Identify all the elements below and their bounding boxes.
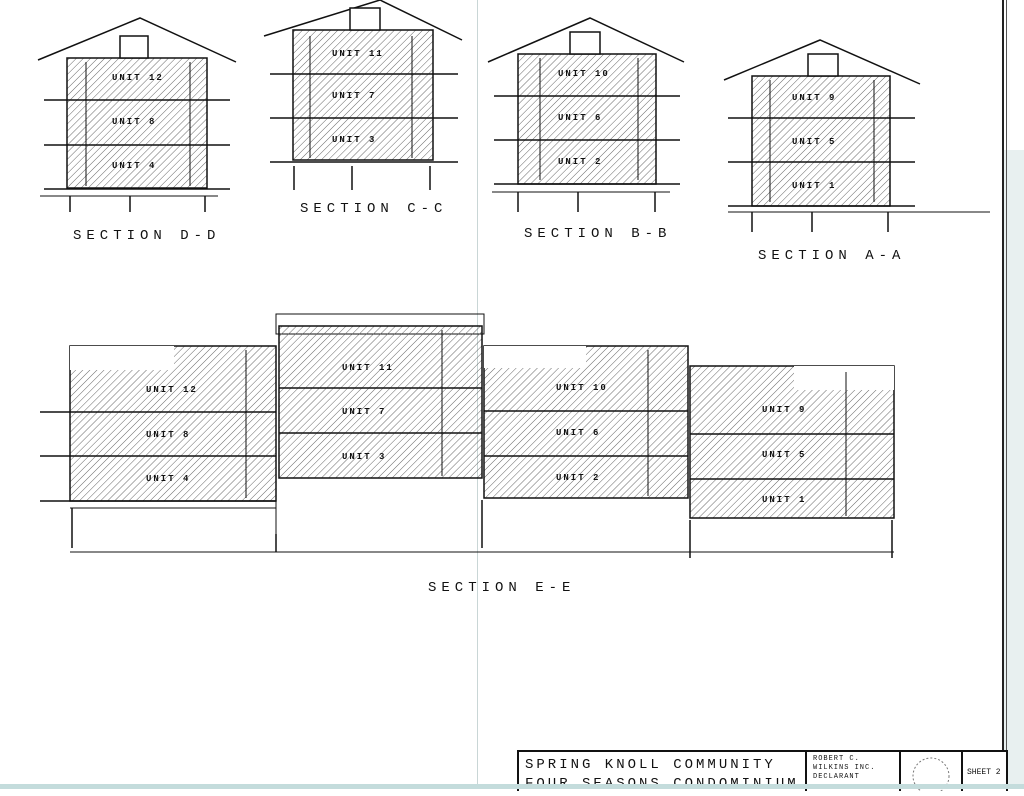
unit-label: UNIT 1 [762, 495, 806, 505]
sheet-border [1002, 0, 1004, 789]
unit-label: UNIT 6 [556, 428, 600, 438]
unit-label: UNIT 10 [558, 69, 610, 79]
section-b-b-label: SECTION B-B [524, 226, 672, 242]
project-name: SPRING KNOLL COMMUNITY [525, 757, 776, 773]
section-a-a-label: SECTION A-A [758, 248, 906, 264]
unit-label: UNIT 4 [146, 474, 190, 484]
declarant-line: DECLARANT [813, 773, 860, 781]
unit-label: UNIT 4 [112, 161, 156, 171]
section-a-a-drawing [723, 39, 990, 232]
unit-label: UNIT 12 [146, 385, 198, 395]
unit-label: UNIT 3 [332, 135, 376, 145]
unit-label: UNIT 11 [332, 49, 384, 59]
section-drawings: UNIT 12 UNIT 8 UNIT 4 UNIT 11 UNIT 7 UNI… [37, 0, 990, 558]
unit-label: UNIT 2 [556, 473, 600, 483]
unit-label: UNIT 1 [792, 181, 836, 191]
declarant-line: WILKINS INC. [813, 764, 876, 772]
section-c-c-label: SECTION C-C [300, 201, 448, 217]
unit-labels: UNIT 12 UNIT 8 UNIT 4 UNIT 11 UNIT 7 UNI… [112, 49, 836, 505]
unit-label: UNIT 7 [332, 91, 376, 101]
sheet-border-outer [1006, 0, 1007, 789]
unit-label: UNIT 3 [342, 452, 386, 462]
unit-label: UNIT 12 [112, 73, 164, 83]
sheet-number: SHEET 2 [967, 768, 1001, 777]
unit-label: UNIT 11 [342, 363, 394, 373]
unit-label: UNIT 2 [558, 157, 602, 167]
unit-label: UNIT 5 [792, 137, 836, 147]
unit-label: UNIT 10 [556, 383, 608, 393]
unit-label: UNIT 5 [762, 450, 806, 460]
sheet-number-box: SHEET 2 [963, 752, 1005, 791]
declarant-box: ROBERT C. WILKINS INC. DECLARANT [807, 752, 901, 791]
section-b-b-drawing [487, 17, 685, 212]
declarant-line: ROBERT C. [813, 755, 860, 763]
unit-label: UNIT 8 [112, 117, 156, 127]
unit-label: UNIT 6 [558, 113, 602, 123]
unit-label: UNIT 9 [762, 405, 806, 415]
section-d-d-drawing [37, 17, 237, 212]
unit-label: UNIT 9 [792, 93, 836, 103]
unit-label: UNIT 7 [342, 407, 386, 417]
section-e-e-drawing [40, 313, 895, 558]
section-d-d-label: SECTION D-D [73, 228, 221, 244]
section-c-c-drawing [263, 0, 463, 190]
section-e-e-label: SECTION E-E [428, 580, 576, 596]
viewer-bottom-band [0, 784, 1024, 789]
unit-label: UNIT 8 [146, 430, 190, 440]
drawing-sheet: UNIT 12 UNIT 8 UNIT 4 UNIT 11 UNIT 7 UNI… [37, 0, 1008, 795]
